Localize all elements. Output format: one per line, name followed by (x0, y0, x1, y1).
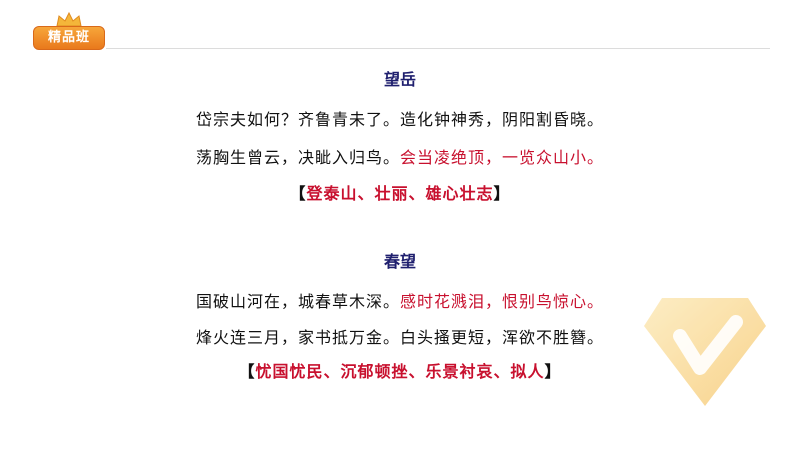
theme-open-bracket: 【 (289, 184, 307, 203)
poem-line-text: 荡胸生曾云，决眦入归鸟。 (195, 148, 400, 167)
theme-text: 登泰山、壮丽、雄心壮志 (306, 184, 494, 203)
brand-badge: 精品班 (33, 26, 105, 50)
poem-title: 望岳 (383, 70, 416, 89)
theme-text: 忧国忧民、沉郁顿挫、乐景衬哀、拟人 (255, 362, 545, 381)
poem-line: 荡胸生曾云，决眦入归鸟。会当凌绝顶，一览众山小。 (0, 144, 800, 168)
theme-close-bracket: 】 (493, 184, 511, 203)
poem-line: 烽火连三月，家书抵万金。白头搔更短，浑欲不胜簪。 (0, 324, 800, 348)
poem-theme: 【登泰山、壮丽、雄心壮志】 (0, 180, 800, 204)
poem-line-highlight: 感时花溅泪，恨别鸟惊心。 (400, 292, 605, 311)
crown-icon (56, 12, 82, 27)
poem-line-highlight: 会当凌绝顶，一览众山小。 (400, 148, 605, 167)
poem-title: 春望 (383, 252, 416, 271)
poem-theme: 【忧国忧民、沉郁顿挫、乐景衬哀、拟人】 (0, 358, 800, 382)
poem-line-text: 烽火连三月，家书抵万金。白头搔更短，浑欲不胜簪。 (195, 328, 604, 347)
poem-line-text: 国破山河在，城春草木深。 (195, 292, 400, 311)
poem-line-text: 岱宗夫如何？齐鲁青未了。造化钟神秀，阴阳割昏晓。 (195, 110, 604, 129)
theme-open-bracket: 【 (238, 362, 256, 381)
poem-line: 岱宗夫如何？齐鲁青未了。造化钟神秀，阴阳割昏晓。 (0, 106, 800, 130)
header-divider (106, 48, 770, 49)
theme-close-bracket: 】 (544, 362, 562, 381)
diamond-check-logo-icon (644, 298, 766, 406)
poem-line: 国破山河在，城春草木深。感时花溅泪，恨别鸟惊心。 (0, 288, 800, 312)
